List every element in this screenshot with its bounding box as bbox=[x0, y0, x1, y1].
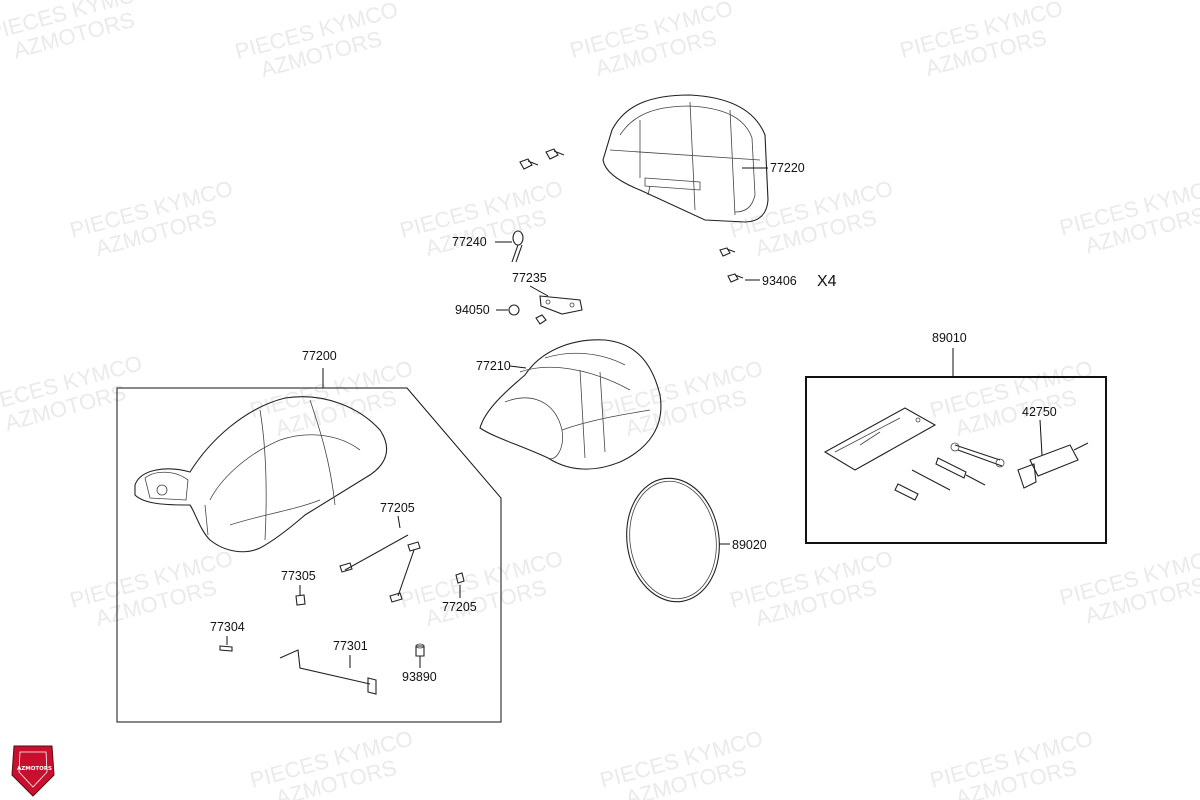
part-number-77304[interactable]: 77304 bbox=[210, 620, 245, 634]
grommet-part[interactable] bbox=[415, 643, 425, 657]
leader-line bbox=[1039, 419, 1043, 456]
socket-part[interactable] bbox=[894, 469, 951, 501]
part-number-89010[interactable]: 89010 bbox=[932, 331, 967, 345]
leader-line bbox=[397, 515, 401, 529]
part-number-77200[interactable]: 77200 bbox=[302, 349, 337, 363]
front-seat-group-frame bbox=[116, 387, 502, 723]
o-ring-part[interactable] bbox=[619, 472, 727, 608]
bracket-part[interactable] bbox=[539, 295, 583, 315]
rod-part[interactable] bbox=[279, 649, 377, 695]
part-number-77235[interactable]: 77235 bbox=[512, 271, 547, 285]
bolt-part[interactable] bbox=[519, 148, 565, 170]
part-number-77205[interactable]: 77205 bbox=[380, 501, 415, 515]
tool-kit-frame bbox=[805, 376, 1107, 544]
grease-gun-part[interactable] bbox=[1017, 442, 1089, 489]
pin-part[interactable] bbox=[219, 645, 233, 652]
tool-bag-part[interactable] bbox=[823, 407, 937, 471]
part-number-77240[interactable]: 77240 bbox=[452, 235, 487, 249]
part-number-93406[interactable]: 93406 bbox=[762, 274, 797, 288]
part-number-93890[interactable]: 93890 bbox=[402, 670, 437, 684]
part-number-77301[interactable]: 77301 bbox=[333, 639, 368, 653]
long-bolt-part[interactable] bbox=[511, 230, 524, 263]
part-number-42750[interactable]: 42750 bbox=[1022, 405, 1057, 419]
screwdriver-part[interactable] bbox=[935, 457, 986, 486]
front-seat-part[interactable] bbox=[134, 396, 388, 553]
latch-part[interactable] bbox=[295, 594, 306, 606]
leader-line bbox=[509, 365, 527, 369]
wrench-part[interactable] bbox=[950, 442, 1005, 468]
part-number-77220[interactable]: 77220 bbox=[770, 161, 805, 175]
screw-part[interactable] bbox=[719, 247, 744, 283]
part-number-89020[interactable]: 89020 bbox=[732, 538, 767, 552]
cable-part[interactable] bbox=[339, 534, 421, 603]
part-number-94050[interactable]: 94050 bbox=[455, 303, 490, 317]
quantity-label: X4 bbox=[817, 273, 837, 290]
azmotors-logo: AZMOTORS bbox=[11, 745, 55, 797]
leader-line bbox=[529, 285, 549, 297]
rear-seat-part[interactable] bbox=[479, 339, 662, 470]
backrest-part[interactable] bbox=[602, 94, 769, 223]
nut-part[interactable] bbox=[508, 304, 547, 325]
part-number-77210[interactable]: 77210 bbox=[476, 359, 511, 373]
clip-part[interactable] bbox=[455, 572, 465, 584]
part-number-77305[interactable]: 77305 bbox=[281, 569, 316, 583]
part-number-77205[interactable]: 77205 bbox=[442, 600, 477, 614]
logo-text: AZMOTORS bbox=[17, 766, 52, 772]
